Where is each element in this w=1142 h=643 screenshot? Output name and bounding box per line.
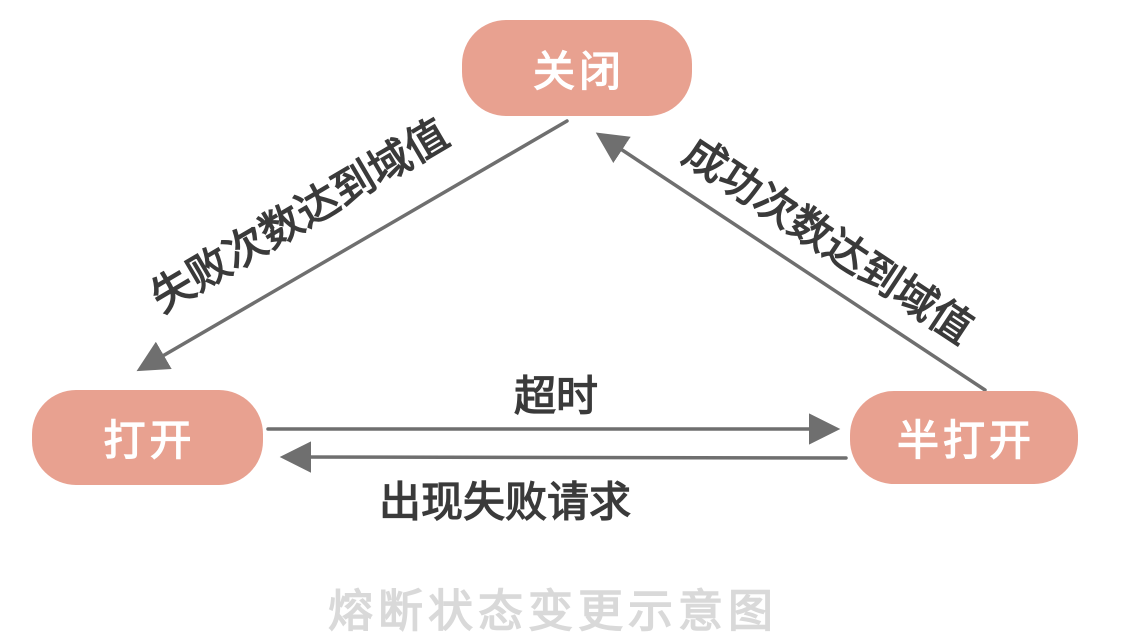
node-closed: 关闭 bbox=[462, 20, 692, 116]
diagram-title: 熔断状态变更示意图 bbox=[327, 585, 779, 637]
edge-label-fail-request: 出现失败请求 bbox=[378, 478, 632, 526]
edge-label-timeout: 超时 bbox=[513, 372, 599, 420]
edge-fail-threshold-arrow bbox=[136, 119, 569, 372]
edge-success-threshold-arrow bbox=[595, 132, 987, 392]
node-open: 打开 bbox=[32, 390, 263, 485]
node-half-open: 半打开 bbox=[850, 391, 1078, 484]
edge-fail-request-arrow bbox=[279, 441, 848, 473]
